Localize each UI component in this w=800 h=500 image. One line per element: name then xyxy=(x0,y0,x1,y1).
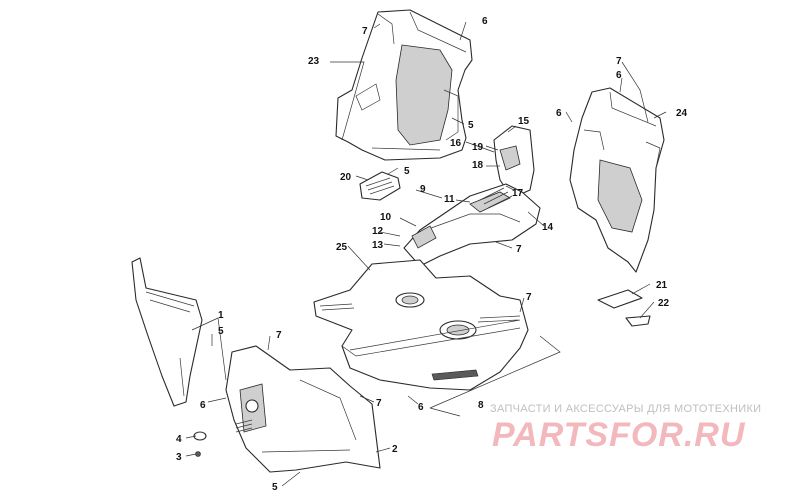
part-23-upper-panel xyxy=(335,9,473,161)
callout-5: 5 xyxy=(468,120,474,131)
callout-6: 6 xyxy=(418,402,424,413)
callout-11: 11 xyxy=(444,194,455,205)
part-22-clip xyxy=(625,315,651,327)
callout-14: 14 xyxy=(542,222,554,233)
part-15-housing xyxy=(493,125,535,199)
callout-23: 23 xyxy=(308,56,320,67)
callout-20: 20 xyxy=(340,172,352,183)
callout-15: 15 xyxy=(518,116,530,127)
callout-7: 7 xyxy=(616,56,622,67)
callout-17: 17 xyxy=(512,188,524,199)
part-9-center-console xyxy=(403,183,541,267)
callout-21: 21 xyxy=(656,280,668,291)
callout-9: 9 xyxy=(420,184,426,195)
callout-24: 24 xyxy=(676,108,688,119)
callout-6: 6 xyxy=(616,70,622,81)
part-4-washer xyxy=(193,431,207,441)
leader-8-bracket xyxy=(429,335,561,417)
part-3-screw xyxy=(195,451,201,457)
callout-6: 6 xyxy=(556,108,562,119)
part-24-right-panel xyxy=(569,87,665,273)
callout-5: 5 xyxy=(404,166,410,177)
callout-10: 10 xyxy=(380,212,392,223)
leader-lines xyxy=(185,21,667,487)
callout-4: 4 xyxy=(176,434,182,445)
callout-16: 16 xyxy=(450,138,462,149)
callout-5: 5 xyxy=(218,326,224,337)
part-25-floor xyxy=(313,259,529,391)
callout-8: 8 xyxy=(478,400,484,411)
callout-6: 6 xyxy=(482,16,488,27)
callout-19: 19 xyxy=(472,142,484,153)
callout-25: 25 xyxy=(336,242,348,253)
callout-1: 1 xyxy=(218,310,224,321)
callout-12: 12 xyxy=(372,226,384,237)
callout-7: 7 xyxy=(276,330,282,341)
part-21-plate xyxy=(597,289,643,309)
callout-3: 3 xyxy=(176,452,182,463)
part-20-bracket xyxy=(359,171,401,201)
callout-5: 5 xyxy=(272,482,278,493)
callout-labels: 23 7 6 5 5 16 15 19 18 17 20 9 11 10 12 … xyxy=(176,16,688,493)
callout-7: 7 xyxy=(362,26,368,37)
callout-2: 2 xyxy=(392,444,398,455)
callout-18: 18 xyxy=(472,160,484,171)
callout-7: 7 xyxy=(516,244,522,255)
watermark-logo: PARTSFOR.RU xyxy=(492,416,746,452)
callout-6: 6 xyxy=(200,400,206,411)
part-2-lower-panel xyxy=(225,345,381,473)
callout-7: 7 xyxy=(526,292,532,303)
callout-13: 13 xyxy=(372,240,384,251)
callout-22: 22 xyxy=(658,298,670,309)
watermark-logo-text: PARTSFOR.RU xyxy=(492,416,746,452)
watermark-caption: ЗАПЧАСТИ И АКСЕССУАРЫ ДЛЯ МОТОТЕХНИКИ xyxy=(490,403,762,415)
part-1-left-panel xyxy=(131,257,203,407)
callout-7: 7 xyxy=(376,398,382,409)
